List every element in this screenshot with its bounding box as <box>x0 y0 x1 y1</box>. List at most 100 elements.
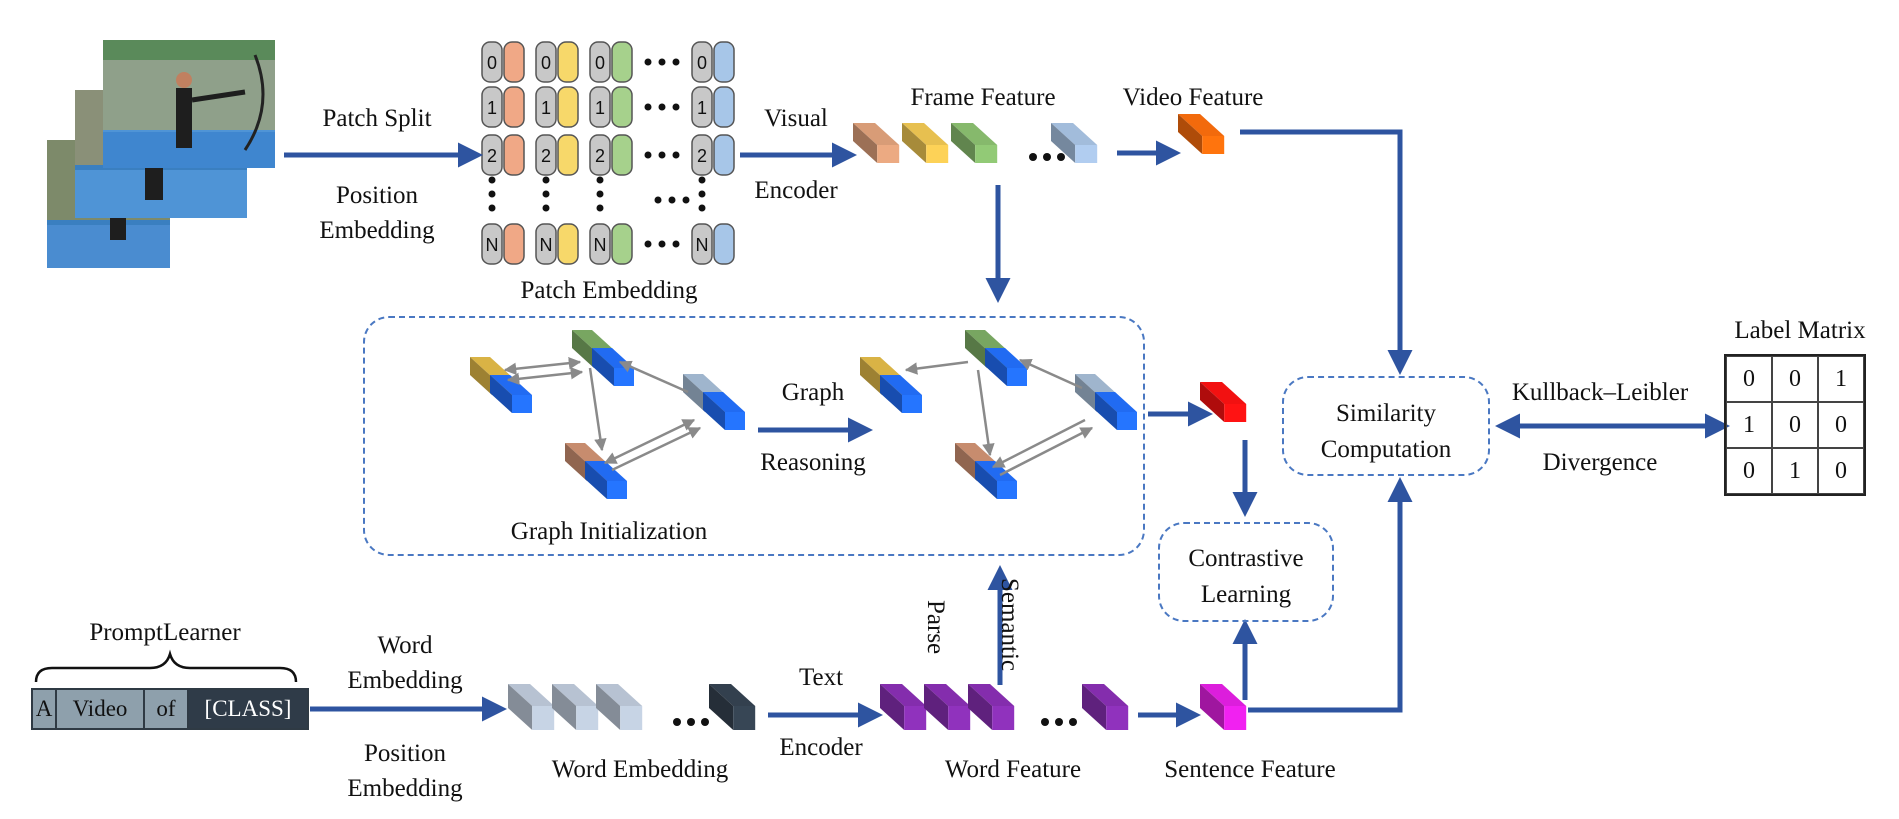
label-matrix-cell: 0 <box>1772 402 1818 448</box>
frame-feature-label: Frame Feature <box>910 84 1056 111</box>
word-embedding-cube <box>508 684 555 730</box>
patch-embedding-label: Patch Embedding <box>520 277 698 304</box>
word-embedding-cube <box>552 684 599 730</box>
patch-token: 2 <box>535 134 579 176</box>
patch-token: 1 <box>535 86 579 128</box>
similarity-box <box>1282 376 1490 476</box>
label-matrix-cell: 0 <box>1818 448 1864 494</box>
patch-index-label: N <box>540 235 553 255</box>
patch-index-label: 0 <box>595 53 605 73</box>
patch-index-label: 1 <box>487 98 497 118</box>
patch-index-label: 0 <box>697 53 707 73</box>
word-embedding-label: Word Embedding <box>551 756 729 783</box>
patch-token: N <box>691 223 735 265</box>
patch-token: 1 <box>589 86 633 128</box>
graph-node-cube <box>975 461 1017 499</box>
word-feature-cube <box>924 684 971 730</box>
patch-index-label: 1 <box>595 98 605 118</box>
patch-index-label: 2 <box>487 146 497 166</box>
patch-index-label: N <box>486 235 499 255</box>
graph-edges <box>503 356 1094 477</box>
text-label: Text <box>798 664 844 691</box>
graph-reasoning-box <box>363 316 1145 556</box>
patch-index-label: N <box>696 235 709 255</box>
graph-node-cube <box>703 392 745 430</box>
sentence-feature-label: Sentence Feature <box>1164 756 1336 783</box>
kl-label: Kullback–Leibler <box>1511 379 1689 406</box>
video-frames-image <box>47 40 275 268</box>
arrow-sentence-to-similarity <box>1248 477 1413 713</box>
patch-index-label: 0 <box>541 53 551 73</box>
patch-split-label: Patch Split <box>322 105 432 132</box>
word-embedding-input-label: Word Embedding <box>347 632 463 694</box>
feature-cubes <box>470 114 1247 730</box>
similarity-computation-label: Similarity Computation <box>1320 400 1452 463</box>
text-encoder-label: Encoder <box>779 734 863 761</box>
divergence-label: Divergence <box>1542 449 1658 476</box>
word-embedding-cube <box>596 684 643 730</box>
patch-token: 0 <box>691 41 735 83</box>
frame-feature-cube <box>902 123 949 163</box>
word-feature-cube <box>880 684 927 730</box>
prompt-token-of: of <box>143 688 189 730</box>
prompt-brace <box>34 649 298 683</box>
frame-feature-cube <box>951 123 998 163</box>
patch-index-label: 1 <box>697 98 707 118</box>
position-embedding-text-label: Position Embedding <box>347 740 463 802</box>
label-matrix-title: Label Matrix <box>1734 317 1866 344</box>
flow-arrows <box>284 129 1730 728</box>
prompt-token-video: Video <box>55 688 145 730</box>
sentence-feature-cube <box>1200 684 1247 730</box>
graph-label: Graph <box>781 379 845 406</box>
ellipsis-dots <box>673 153 1077 726</box>
patch-index-label: 2 <box>595 146 605 166</box>
patch-token: 0 <box>481 41 525 83</box>
parse-label: Parse <box>922 600 949 655</box>
patch-token: 1 <box>481 86 525 128</box>
word-feature-cube <box>1082 684 1129 730</box>
graph-node-cube <box>585 461 627 499</box>
label-matrix-cell: 1 <box>1772 448 1818 494</box>
graph-node-cube <box>1095 392 1137 430</box>
patch-index-label: 2 <box>541 146 551 166</box>
video-feature-cube <box>1178 114 1225 154</box>
prompt-token-class: [CLASS] <box>187 688 309 730</box>
prompt-learner-label: PromptLearner <box>89 619 241 646</box>
word-feature-label: Word Feature <box>944 756 1082 783</box>
position-embedding-label: Position Embedding <box>319 182 435 244</box>
frame-feature-cube <box>853 123 900 163</box>
frame-feature-cube <box>1051 123 1098 163</box>
reasoning-label: Reasoning <box>760 449 866 476</box>
graph-node-cube <box>985 348 1027 386</box>
visual-label: Visual <box>764 105 828 132</box>
patch-index-label: 2 <box>697 146 707 166</box>
graph-initialization-label: Graph Initialization <box>510 518 708 545</box>
semantic-label: Semantic <box>996 578 1023 672</box>
patch-token: 0 <box>589 41 633 83</box>
patch-index-label: N <box>594 235 607 255</box>
patch-token: N <box>589 223 633 265</box>
label-matrix: 0 0 1 1 0 0 0 1 0 <box>1724 354 1866 496</box>
patch-embedding-grid: 0 1 2N 0 1 2N 0 1 2N 0 1 2N <box>481 41 735 265</box>
visual-encoder-label: Encoder <box>754 177 838 204</box>
label-matrix-cell: 0 <box>1772 356 1818 402</box>
patch-token: 1 <box>691 86 735 128</box>
patch-token: 0 <box>535 41 579 83</box>
prompt-token-a: A <box>31 688 57 730</box>
patch-index-label: 0 <box>487 53 497 73</box>
patch-token: N <box>535 223 579 265</box>
label-matrix-cell: 1 <box>1818 356 1864 402</box>
label-matrix-cell: 0 <box>1726 356 1772 402</box>
patch-index-label: 1 <box>541 98 551 118</box>
label-matrix-cell: 0 <box>1818 402 1864 448</box>
patch-token: 2 <box>691 134 735 176</box>
word-feature-cube <box>968 684 1015 730</box>
patch-token: 2 <box>481 134 525 176</box>
patch-token: 2 <box>589 134 633 176</box>
word-embedding-cube <box>709 684 756 730</box>
label-matrix-cell: 0 <box>1726 448 1772 494</box>
fused-graph-feature-cube <box>1200 382 1247 422</box>
contrastive-learning-label: Contrastive Learning <box>1188 545 1304 608</box>
